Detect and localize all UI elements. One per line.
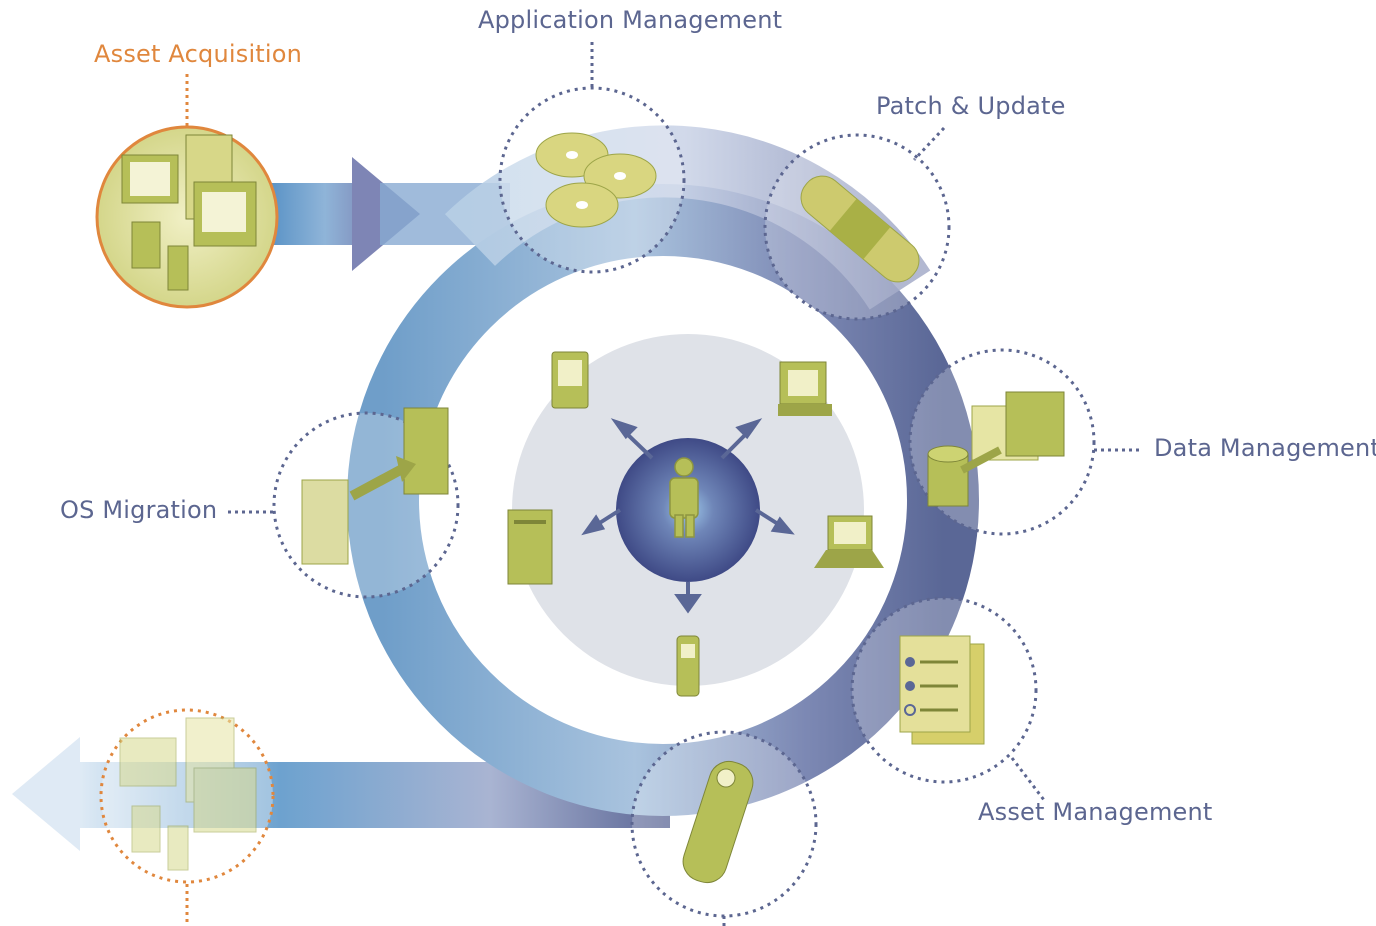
data-management-node [908, 348, 1142, 536]
hub-arrows [581, 418, 795, 614]
asset-management-node [850, 596, 1046, 801]
user-icon [669, 457, 699, 538]
laptop-icon [814, 515, 884, 568]
phone-icon [676, 635, 700, 697]
patch-update-node [763, 126, 951, 321]
application-management-label: Application Management [478, 6, 783, 34]
pda-icon [551, 351, 589, 409]
application-management-node [498, 42, 686, 274]
disc-icon [535, 132, 657, 228]
os-migration-node [228, 407, 460, 599]
asset-acquisition-label: Asset Acquisition [94, 40, 303, 68]
asset-acquisition-node [95, 74, 279, 309]
asset-management-label: Asset Management [978, 798, 1213, 826]
asset-disposal-node [99, 708, 275, 926]
data-management-label: Data Management [1154, 434, 1376, 462]
bandage-icon [800, 175, 920, 283]
checklist-icon [899, 635, 985, 745]
remote-control-icon [682, 760, 754, 884]
computer-bundle-icon [121, 134, 257, 291]
os-migration-label: OS Migration [60, 496, 218, 524]
central-hub [507, 334, 884, 697]
database-folder-icon [927, 391, 1065, 507]
computer-bundle-icon [119, 717, 257, 871]
tower-icon [507, 509, 553, 585]
desktop-icon [778, 361, 832, 416]
server-transfer-icon [301, 407, 449, 565]
remote-node [630, 730, 818, 926]
patch-update-label: Patch & Update [876, 92, 1066, 120]
